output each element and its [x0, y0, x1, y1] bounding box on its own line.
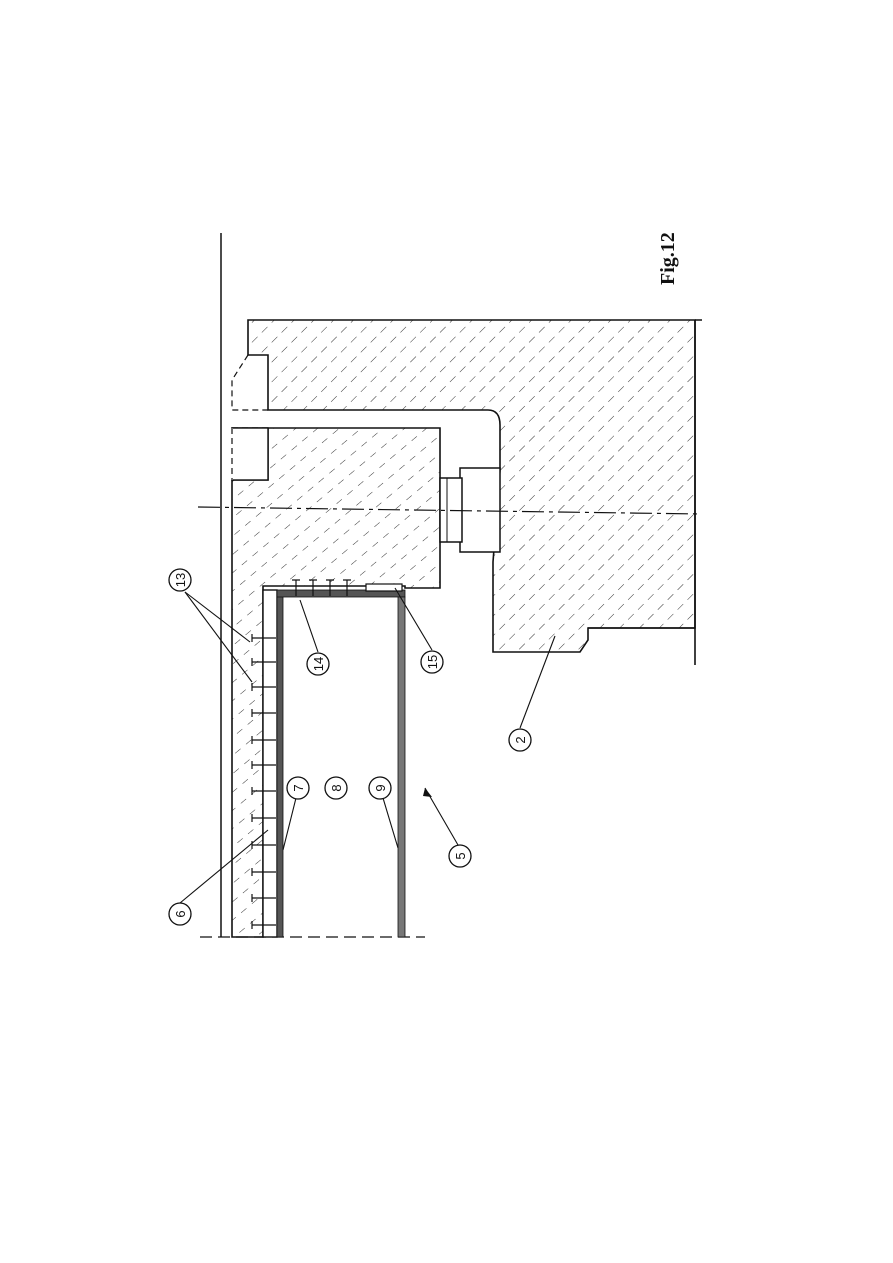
callout-9: 9 [368, 776, 392, 800]
plate-7 [276, 595, 284, 938]
plate-9 [397, 596, 406, 938]
anchors-14 [292, 579, 351, 596]
plate-14 [276, 589, 406, 598]
callout-2: 2 [508, 728, 532, 752]
strip-6 [262, 589, 278, 938]
callout-5: 5 [448, 844, 472, 868]
callout-14: 14 [306, 652, 330, 676]
callout-9-label: 9 [373, 784, 388, 791]
middle-notch [231, 427, 269, 481]
callout-13: 13 [168, 568, 192, 592]
arrow-5-head [423, 788, 432, 797]
callout-8: 8 [324, 776, 348, 800]
callout-14-label: 14 [311, 657, 326, 671]
bearing-body [459, 467, 501, 553]
callout-2-label: 2 [513, 736, 528, 743]
anchors-13 [251, 634, 276, 929]
callout-8-label: 8 [329, 784, 344, 791]
callout-13-label: 13 [173, 573, 188, 587]
part-15 [365, 583, 403, 592]
callout-6: 6 [168, 902, 192, 926]
callout-5-label: 5 [453, 852, 468, 859]
figure-title: Fig.12 [657, 232, 679, 285]
callout-6-label: 6 [173, 910, 188, 917]
callout-7: 7 [286, 776, 310, 800]
callout-15: 15 [420, 650, 444, 674]
callout-15-label: 15 [425, 655, 440, 669]
callout-7-label: 7 [291, 784, 306, 791]
center-axis-line [197, 506, 701, 515]
dashed-outline-upper [231, 354, 268, 411]
leader-lines [179, 587, 556, 904]
block-part-2 [247, 319, 696, 653]
